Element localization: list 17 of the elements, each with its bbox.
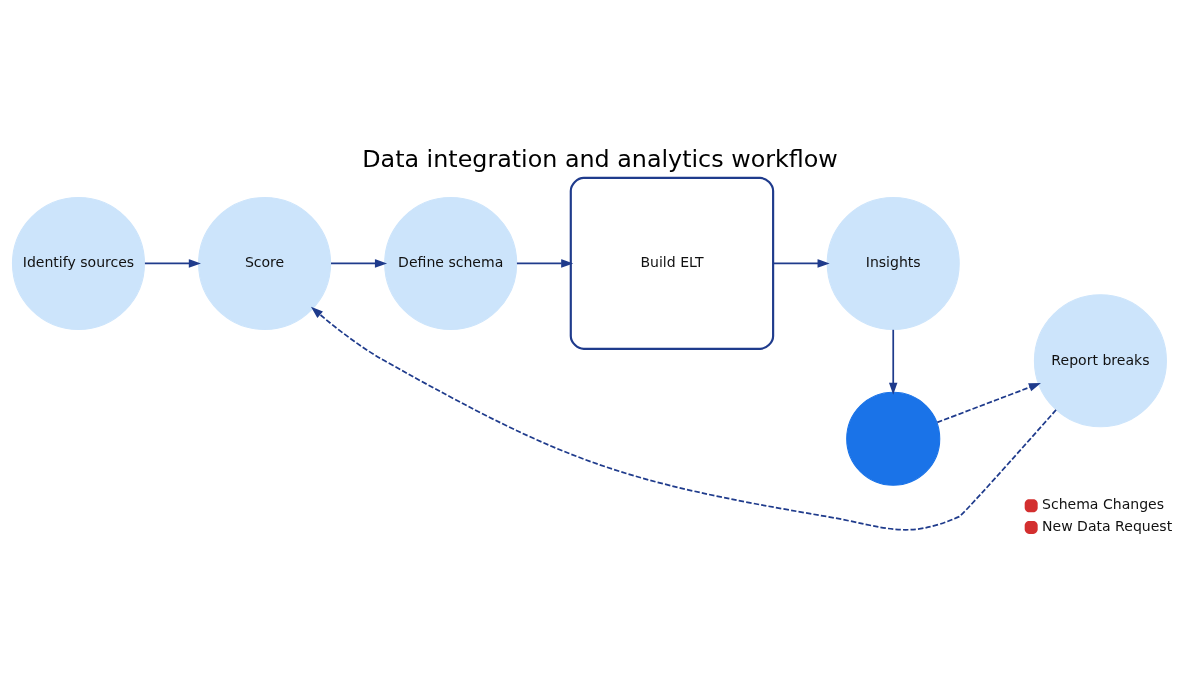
arrow xyxy=(144,258,201,268)
node-circle: Report breaks xyxy=(1033,293,1167,427)
label: Schema Changes xyxy=(1042,495,1165,512)
node-circle: Identify sources xyxy=(11,196,145,330)
label: New Data Request xyxy=(1042,517,1173,534)
node-circle: Score xyxy=(198,196,332,330)
node-circle: Define schema xyxy=(384,196,518,330)
arrow xyxy=(310,306,1057,531)
node-circle: Insights xyxy=(826,196,960,330)
diagram-title: Data integration and analytics workflow xyxy=(362,144,838,173)
arrow xyxy=(330,258,388,268)
node-circle xyxy=(846,391,941,486)
arrow xyxy=(772,258,830,268)
arrow xyxy=(936,382,1041,423)
arrow xyxy=(516,258,574,268)
node-box: Build ELT xyxy=(569,176,775,350)
arrow xyxy=(889,328,898,395)
